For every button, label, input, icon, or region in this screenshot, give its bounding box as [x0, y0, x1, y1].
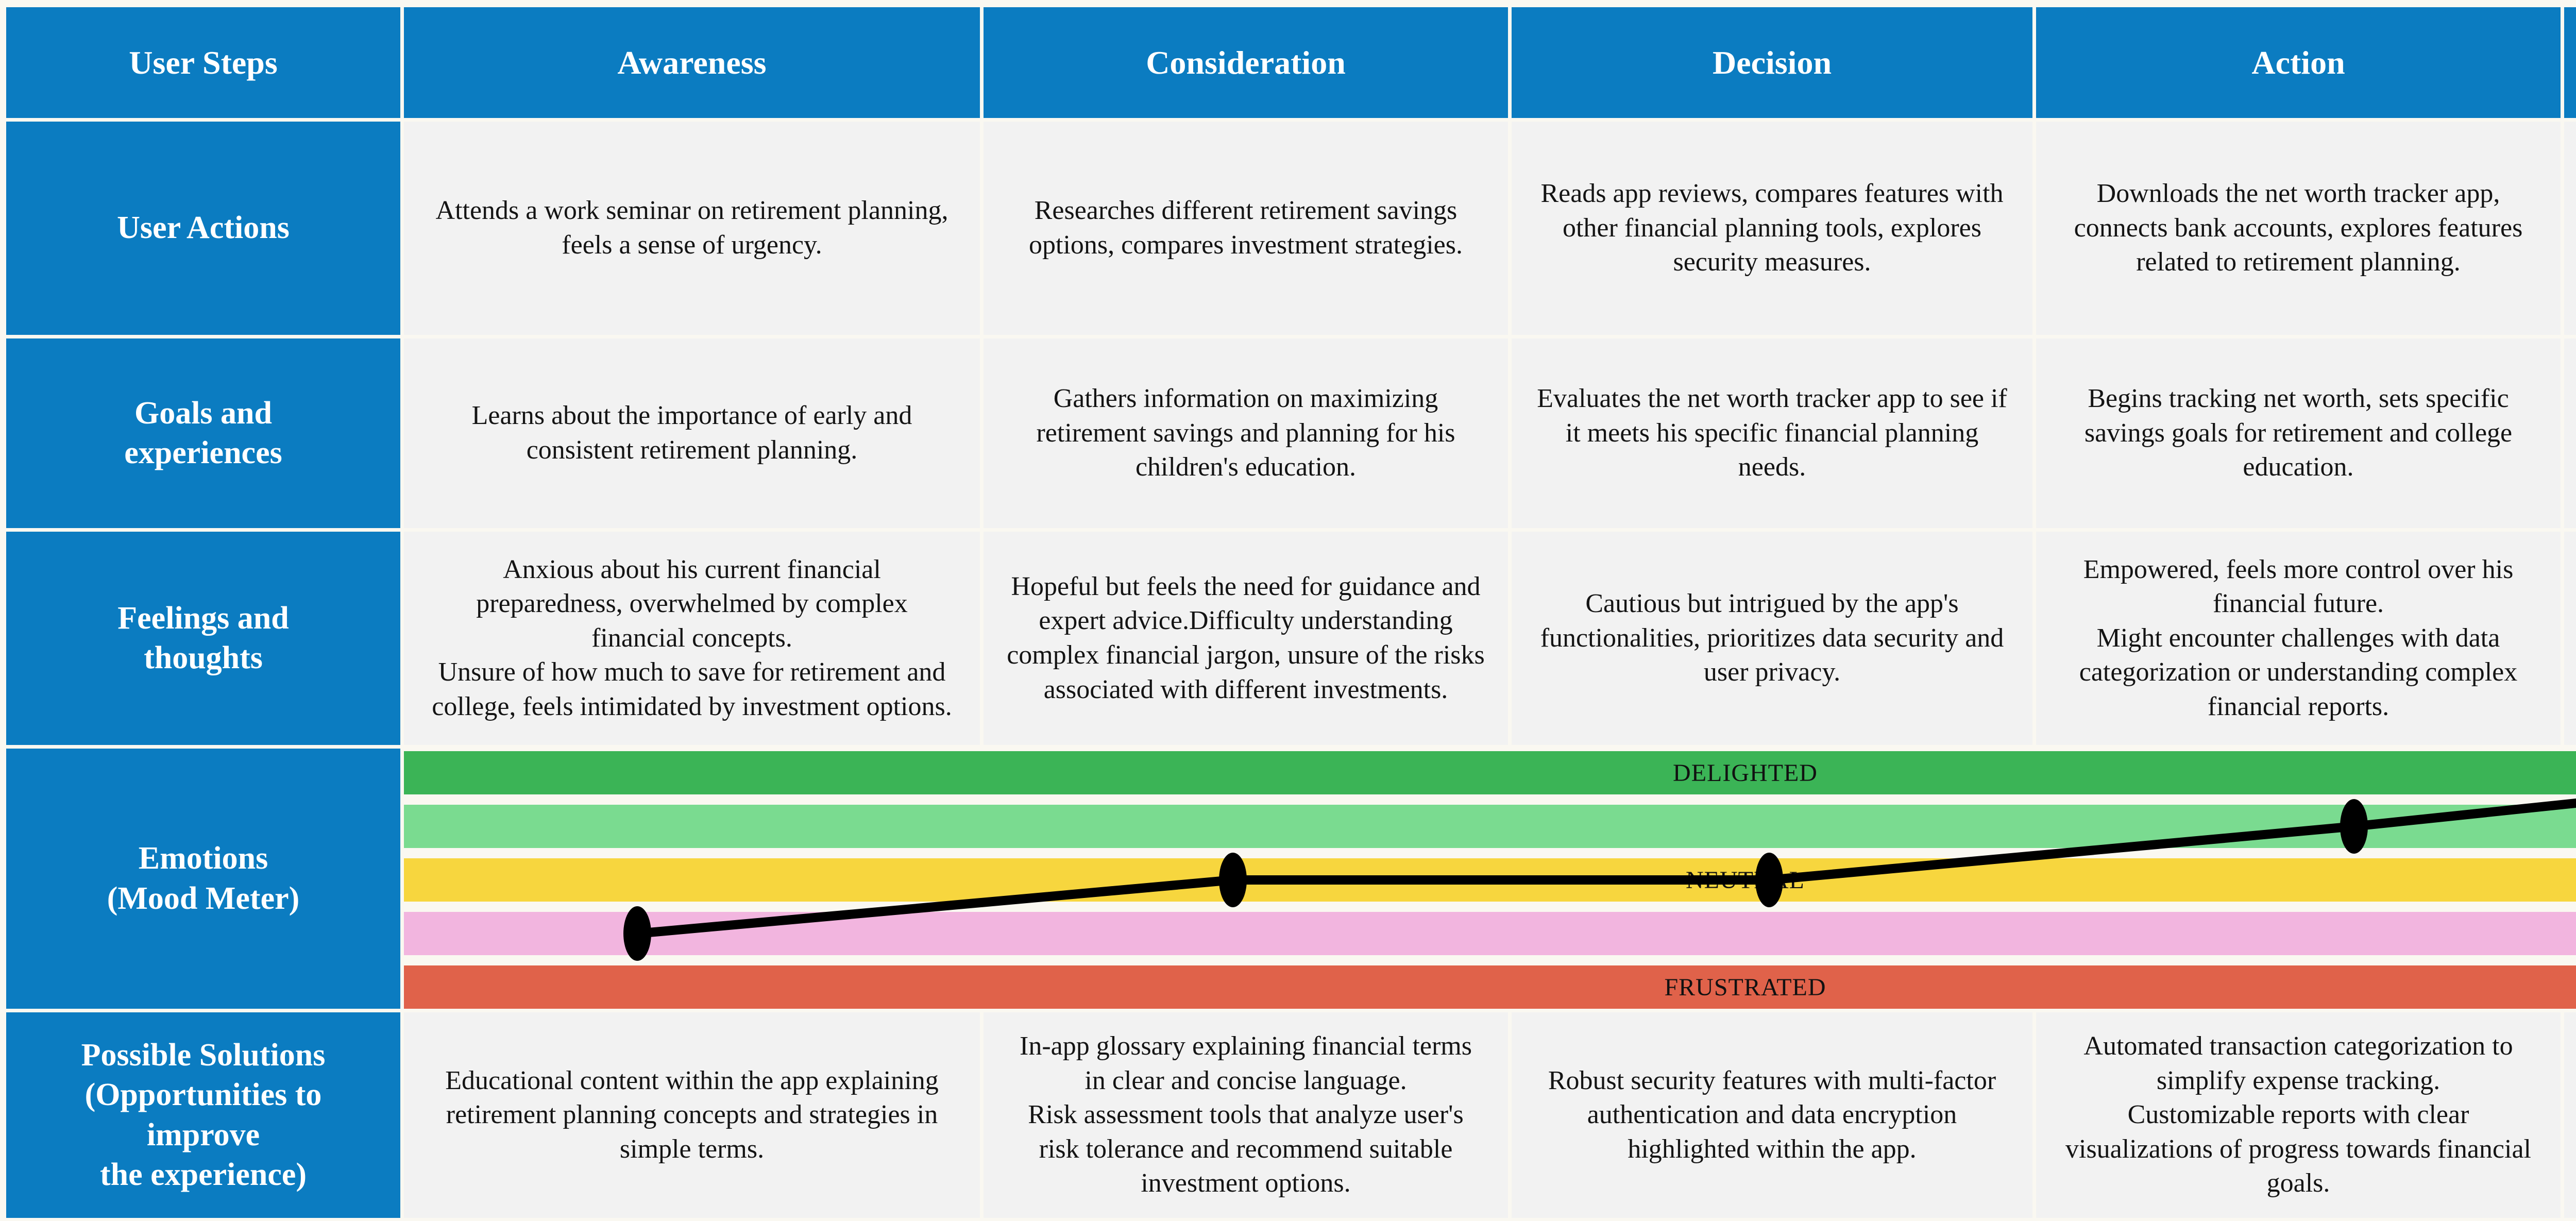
goals-action: Begins tracking net worth, sets specific… [2036, 338, 2561, 528]
goals-decision: Evaluates the net worth tracker app to s… [1512, 338, 2032, 528]
user-actions-decision: Reads app reviews, compares features wit… [1512, 122, 2032, 335]
solutions-consideration: In-app glossary explaining financial ter… [984, 1012, 1508, 1218]
goals-awareness: Learns about the importance of early and… [404, 338, 980, 528]
header-stage-action: Action [2036, 7, 2561, 118]
row-label-emotions: Emotions (Mood Meter) [6, 749, 400, 1009]
mood-band-label: DELIGHTED [1673, 759, 1818, 787]
mood-point [1219, 853, 1247, 907]
solutions-action: Automated transaction categorization to … [2036, 1012, 2561, 1218]
row-label-user-actions: User Actions [6, 122, 400, 335]
mood-band: DELIGHTED [404, 751, 2576, 794]
user-actions-awareness: Attends a work seminar on retirement pla… [404, 122, 980, 335]
feelings-decision: Cautious but intrigued by the app's func… [1512, 532, 2032, 745]
goals-consideration: Gathers information on maximizing retire… [984, 338, 1508, 528]
solutions-awareness: Educational content within the app expla… [404, 1012, 980, 1218]
mood-band: FRUSTRATED [404, 965, 2576, 1009]
user-actions-retention: Regularly monitors net worth, adjusts sa… [2564, 122, 2576, 335]
user-actions-consideration: Researches different retirement savings … [984, 122, 1508, 335]
mood-line [637, 798, 2576, 938]
row-label-solutions: Possible Solutions (Opportunities to imp… [6, 1012, 400, 1218]
mood-point [1755, 853, 1783, 907]
mood-line-chart [623, 798, 2576, 961]
header-stage-retention: Retention [2564, 7, 2576, 118]
header-stage-decision: Decision [1512, 7, 2032, 118]
feelings-consideration: Hopeful but feels the need for guidance … [984, 532, 1508, 745]
header-stage-consideration: Consideration [984, 7, 1508, 118]
header-stage-awareness: Awareness [404, 7, 980, 118]
mood-point [2340, 799, 2368, 854]
user-actions-action: Downloads the net worth tracker app, con… [2036, 122, 2561, 335]
mood-point [623, 906, 651, 961]
row-label-feelings: Feelings and thoughts [6, 532, 400, 745]
solutions-retention: Personalized financial alerts and notifi… [2564, 1012, 2576, 1218]
solutions-decision: Robust security features with multi-fact… [1512, 1012, 2032, 1218]
journey-table: User Steps Awareness Consideration Decis… [6, 7, 2576, 1218]
row-label-goals: Goals and experiences [6, 338, 400, 528]
feelings-action: Empowered, feels more control over his f… [2036, 532, 2561, 745]
header-user-steps: User Steps [6, 7, 400, 118]
mood-band-label: FRUSTRATED [1664, 973, 1826, 1001]
feelings-awareness: Anxious about his current financial prep… [404, 532, 980, 745]
feelings-retention: Secure, relieved, feels a sense of accom… [2564, 532, 2576, 745]
goals-retention: Maintains a long-term financial strategy… [2564, 338, 2576, 528]
